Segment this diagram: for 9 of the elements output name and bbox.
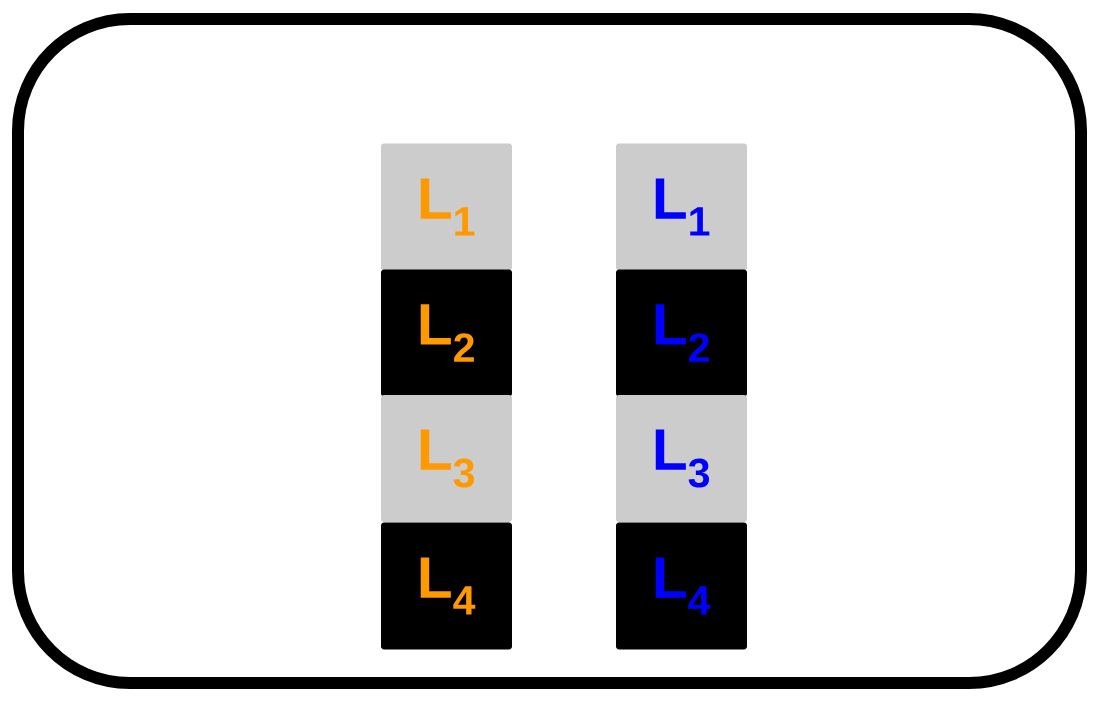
label-block: L$_{2}$: [616, 269, 747, 397]
label-block: L$_{4}$: [616, 522, 747, 650]
label-block: L$_{4}$: [381, 522, 512, 650]
label-block: L$_{3}$: [616, 395, 747, 522]
label-block: L$_{2}$: [381, 269, 512, 397]
label-block: L$_{3}$: [381, 395, 512, 522]
label-block: L$_{1}$: [381, 143, 512, 271]
label-block: L$_{1}$: [616, 143, 747, 271]
frame: [12, 13, 1087, 689]
